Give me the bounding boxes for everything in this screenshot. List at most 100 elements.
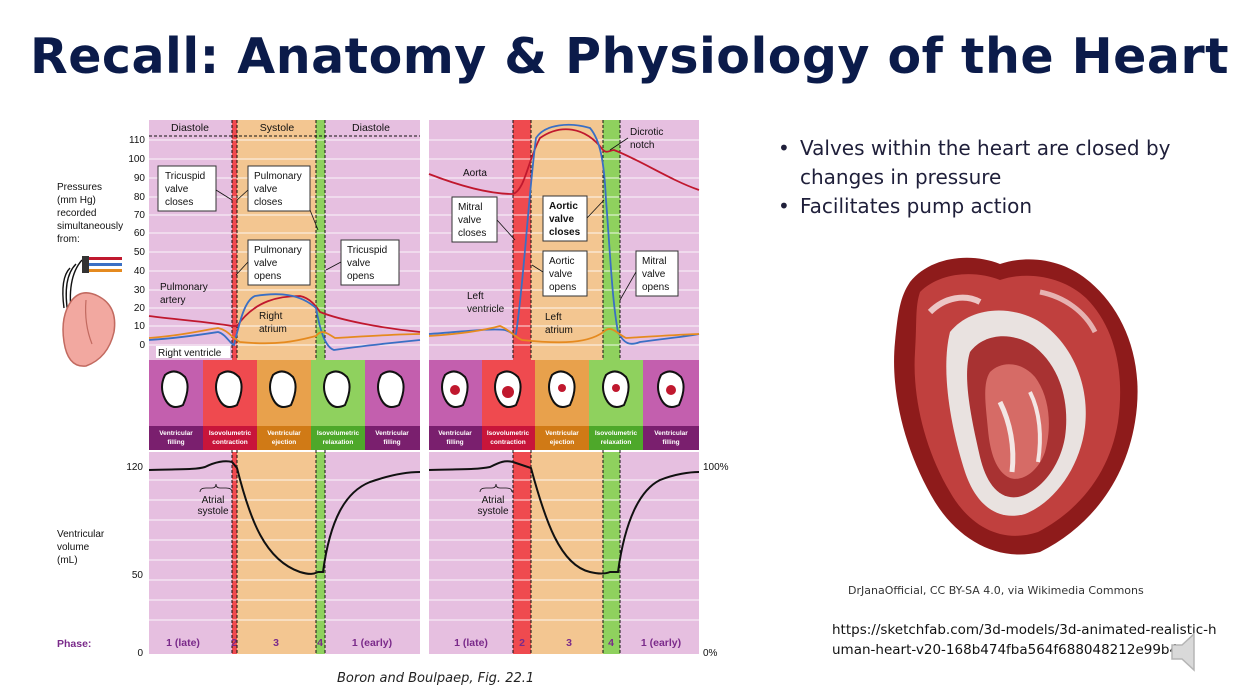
atrial-systole-label: systole [477, 506, 509, 517]
pressures-label: (mm Hg) [57, 195, 96, 206]
pulmonary-artery-label: artery [160, 295, 186, 306]
callout-text: Mitral [458, 202, 482, 213]
y-tick: 30 [134, 285, 146, 296]
y-tick: 50 [132, 570, 144, 581]
atrial-systole-label: systole [197, 506, 229, 517]
callout-text: valve [347, 258, 371, 269]
callout-text: closes [549, 227, 581, 238]
diastole-header: Diastole [352, 122, 390, 134]
pulmonary-artery-label: Pulmonary [160, 282, 208, 293]
source-link[interactable]: https://sketchfab.com/3d-models/3d-anima… [832, 622, 1217, 658]
phase-name: Isovolumetric [487, 430, 530, 437]
left-atrium-label: atrium [545, 325, 573, 336]
phase-number: 4 [608, 637, 614, 649]
wiggers-diagram: Diastole Systole Diastole Tricuspid valv… [57, 120, 729, 659]
pressures-label: recorded [57, 208, 96, 219]
right-axis-tick: 100% [703, 462, 729, 473]
callout-text: valve [458, 215, 482, 226]
phase-number: 1 (late) [454, 637, 488, 649]
right-panel: Aorta Dicrotic notch Left ventricle Left… [428, 120, 729, 659]
callout-text: opens [347, 271, 374, 282]
y-tick: 10 [134, 321, 146, 332]
callout-text: opens [642, 282, 669, 293]
y-tick: 90 [134, 173, 146, 184]
phase-name: Isovolumetric [595, 430, 638, 437]
pressures-label: simultaneously [57, 221, 123, 232]
heart-cross-section-image [894, 257, 1138, 555]
volume-label: Ventricular [57, 529, 105, 540]
bullet-list: Valves within the heart are closed by ch… [778, 134, 1218, 221]
callout-text: Pulmonary [254, 171, 302, 182]
phase-name: Ventricular [545, 430, 579, 437]
callout-text: Aortic [549, 201, 578, 212]
speaker-icon[interactable] [1168, 630, 1208, 674]
phase-name: Ventricular [654, 430, 688, 437]
phase-name: ejection [272, 439, 297, 446]
volume-label: (mL) [57, 555, 78, 566]
phase-number: 1 (early) [641, 637, 681, 649]
phase-strip: Ventricular filling Isovolumetric contra… [429, 360, 699, 450]
image-credit: DrJanaOfficial, CC BY-SA 4.0, via Wikime… [848, 584, 1144, 597]
phase-name: Ventricular [267, 430, 301, 437]
callout-text: valve [254, 258, 278, 269]
phase-number: 2 [519, 637, 525, 649]
phase-name: filling [662, 439, 679, 446]
callout-text: Tricuspid [347, 245, 387, 256]
left-panel: Diastole Systole Diastole Tricuspid valv… [126, 120, 421, 659]
right-atrium-label: Right [259, 311, 283, 322]
left-ventricle-label: Left [467, 291, 484, 302]
y-tick: 0 [139, 340, 145, 351]
atrial-systole-label: Atrial [202, 495, 225, 506]
phase-number: 3 [273, 637, 279, 649]
systole-header: Systole [260, 122, 295, 134]
phase-number: 4 [317, 637, 323, 649]
right-atrium-label: atrium [259, 324, 287, 335]
callout-text: closes [165, 197, 193, 208]
left-ventricle-label: ventricle [467, 304, 505, 315]
callout-text: Pulmonary [254, 245, 302, 256]
y-tick: 60 [134, 228, 146, 239]
dicrotic-notch-label: notch [630, 140, 654, 151]
pressures-label: Pressures [57, 182, 102, 193]
diastole-header: Diastole [171, 122, 209, 134]
phase-name: relaxation [601, 439, 632, 446]
callout-text: opens [254, 271, 281, 282]
phase-name: Isovolumetric [317, 430, 360, 437]
phase-name: Isovolumetric [209, 430, 252, 437]
callout-text: valve [549, 214, 574, 225]
y-tick: 100 [128, 154, 145, 165]
phase-name: relaxation [323, 439, 354, 446]
y-tick: 120 [126, 462, 143, 473]
y-tick: 70 [134, 210, 146, 221]
y-tick: 110 [129, 135, 145, 146]
callout-text: Mitral [642, 256, 666, 267]
left-atrium-label: Left [545, 312, 562, 323]
dicrotic-notch-label: Dicrotic [630, 127, 663, 138]
bullet-item: Valves within the heart are closed by ch… [778, 134, 1218, 192]
phase-number: 2 [231, 637, 237, 649]
bullet-item: Facilitates pump action [778, 192, 1218, 221]
volume-label: volume [57, 542, 90, 553]
pressures-label: from: [57, 234, 80, 245]
callout-text: closes [254, 197, 282, 208]
slide-title: Recall: Anatomy & Physiology of the Hear… [29, 28, 1230, 85]
catheter-heart-icon [62, 256, 122, 367]
y-tick: 40 [134, 266, 146, 277]
phase-name: filling [383, 439, 400, 446]
callout-text: valve [254, 184, 278, 195]
right-ventricle-label: Right ventricle [158, 348, 222, 359]
phase-name: filling [446, 439, 463, 446]
phase-name: filling [167, 439, 184, 446]
phase-label: Phase: [57, 638, 91, 650]
callout-text: valve [642, 269, 666, 280]
phase-name: ejection [550, 439, 575, 446]
y-tick: 0 [137, 648, 143, 659]
callout-text: opens [549, 282, 576, 293]
phase-name: Ventricular [438, 430, 472, 437]
callout-text: closes [458, 228, 486, 239]
phase-strip: Ventricular filling Isovolumetric contra… [149, 360, 420, 450]
figure-caption: Boron and Boulpaep, Fig. 22.1 [337, 671, 535, 686]
callout-text: valve [165, 184, 189, 195]
callout-text: Aortic [549, 256, 575, 267]
phase-number: 1 (late) [166, 637, 200, 649]
